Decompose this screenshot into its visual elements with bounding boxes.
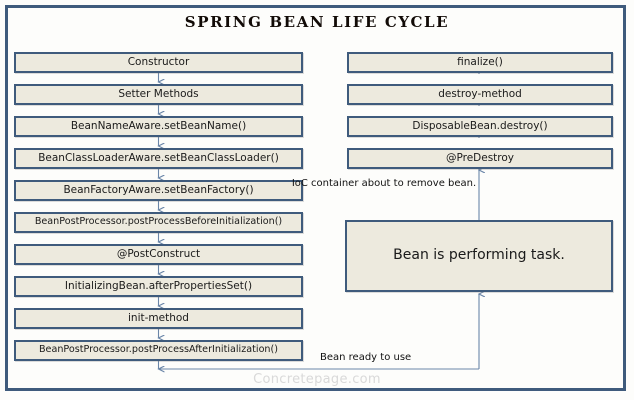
- diagram-frame: [5, 5, 626, 391]
- node-destroy-method[interactable]: destroy-method: [347, 84, 613, 105]
- node-bean-factory-aware[interactable]: BeanFactoryAware.setBeanFactory(): [14, 180, 303, 201]
- node-bean-class-loader-aware[interactable]: BeanClassLoaderAware.setBeanClassLoader(…: [14, 148, 303, 169]
- node-post-process-after-init[interactable]: BeanPostProcessor.postProcessAfterInitia…: [14, 340, 303, 361]
- watermark: Concretepage.com: [253, 372, 381, 387]
- node-setter-methods[interactable]: Setter Methods: [14, 84, 303, 105]
- node-initializing-bean[interactable]: InitializingBean.afterPropertiesSet(): [14, 276, 303, 297]
- node-disposable-bean[interactable]: DisposableBean.destroy(): [347, 116, 613, 137]
- page-title: SPRING BEAN LIFE CYCLE: [184, 13, 450, 31]
- note-bean-ready: Bean ready to use: [320, 352, 412, 363]
- node-constructor[interactable]: Constructor: [14, 52, 303, 73]
- node-bean-name-aware[interactable]: BeanNameAware.setBeanName(): [14, 116, 303, 137]
- note-ioc-container: IoC container about to remove bean.: [291, 178, 477, 189]
- node-init-method[interactable]: init-method: [14, 308, 303, 329]
- node-pre-destroy[interactable]: @PreDestroy: [347, 148, 613, 169]
- node-finalize[interactable]: finalize(): [347, 52, 613, 73]
- node-post-process-before-init[interactable]: BeanPostProcessor.postProcessBeforeIniti…: [14, 212, 303, 233]
- node-bean-performing-task[interactable]: Bean is performing task.: [345, 220, 613, 292]
- node-post-construct[interactable]: @PostConstruct: [14, 244, 303, 265]
